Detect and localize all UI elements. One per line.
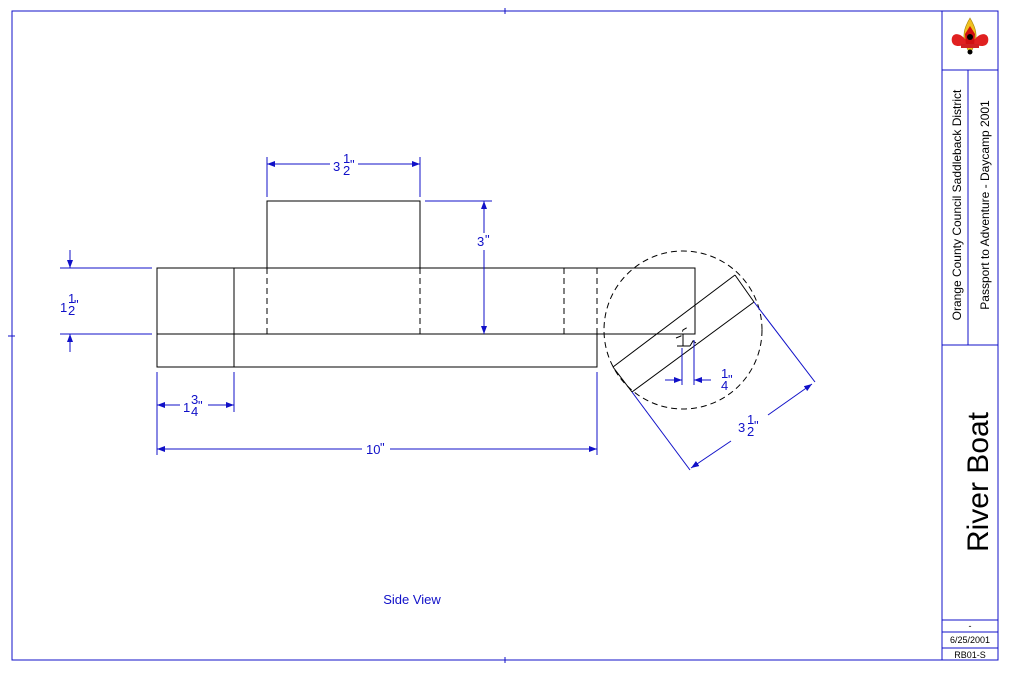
event-label: Passport to Adventure - Daycamp 2001 (978, 100, 992, 310)
revision-label: - (969, 621, 972, 631)
hull-height-dimension: 1 1 2 " (60, 291, 79, 318)
svg-text:": " (198, 398, 203, 413)
svg-text:": " (754, 418, 759, 433)
gap-dimension: 1 4 " (721, 366, 733, 393)
svg-text:3: 3 (477, 234, 484, 249)
sheet-border (11, 10, 999, 661)
paddle-wheel-circle (603, 250, 763, 410)
paddle-length-dimension: 3 1 2 " (738, 412, 759, 439)
svg-text:3: 3 (738, 420, 745, 435)
view-label: Side View (383, 592, 441, 607)
fleur-de-lis-icon (951, 17, 989, 55)
cabin (266, 200, 421, 269)
svg-text:1: 1 (68, 291, 75, 306)
boat-geometry (156, 200, 763, 410)
svg-text:2: 2 (68, 303, 75, 318)
svg-text:3: 3 (191, 392, 198, 407)
svg-text:1: 1 (183, 400, 190, 415)
svg-text:3: 3 (333, 159, 340, 174)
overall-length-dimension: 10 " (366, 440, 385, 457)
svg-text:1: 1 (343, 151, 350, 166)
date-label: 6/25/2001 (950, 635, 990, 645)
svg-text:": " (350, 157, 355, 172)
svg-text:4: 4 (191, 404, 198, 419)
paddle (612, 274, 755, 393)
title-block: Orange County Council Saddleback Distric… (941, 11, 998, 660)
svg-text:": " (74, 297, 79, 312)
svg-text:": " (485, 232, 490, 247)
cabin-height-dimension: 3 " (477, 232, 490, 249)
svg-text:1: 1 (60, 300, 67, 315)
svg-text:": " (380, 440, 385, 455)
hull-lower (156, 333, 598, 368)
bow-length-dimension: 1 3 4 " (183, 392, 203, 419)
svg-text:2: 2 (747, 424, 754, 439)
svg-text:4: 4 (721, 378, 728, 393)
svg-text:2: 2 (343, 163, 350, 178)
svg-text:": " (728, 372, 733, 387)
cabin-width-dimension: 3 1 2 " (333, 151, 355, 178)
svg-text:10: 10 (366, 442, 380, 457)
svg-text:1: 1 (721, 366, 728, 381)
drawing-title: River Boat (962, 411, 995, 552)
svg-text:1: 1 (747, 412, 754, 427)
drawing-number: RB01-S (954, 650, 986, 660)
organization-label: Orange County Council Saddleback Distric… (950, 89, 964, 320)
hull-upper (156, 267, 696, 335)
dimensions: 3 1 2 " 3 " 1 1 2 " 1 3 4 (60, 151, 816, 471)
